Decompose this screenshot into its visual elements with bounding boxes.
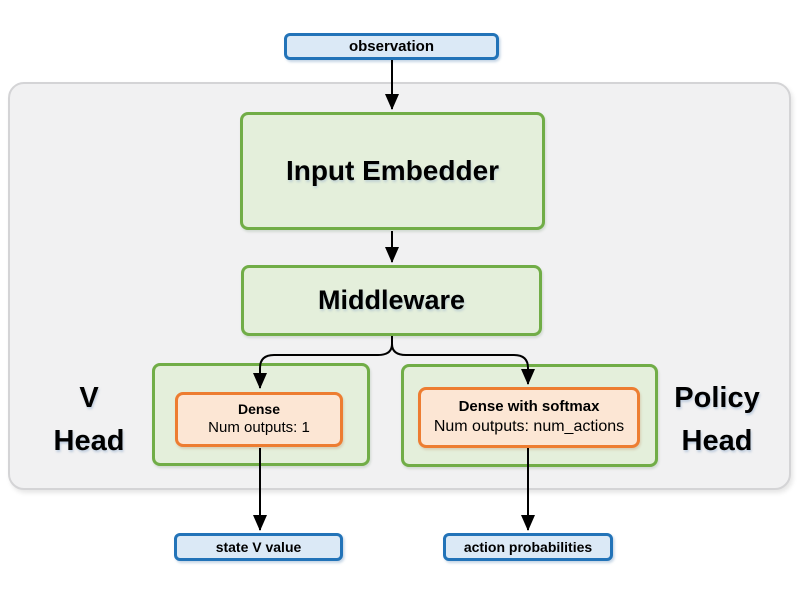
v-head-label-line2: Head (53, 425, 125, 457)
action-probabilities-box: action probabilities (443, 533, 613, 561)
v-head-label-line1: V (79, 382, 99, 414)
policy-dense-block: Dense with softmax Num outputs: num_acti… (418, 387, 640, 448)
input-embedder-block: Input Embedder (240, 112, 545, 230)
input-embedder-label: Input Embedder (285, 155, 500, 186)
v-dense-outputs: Num outputs: 1 (208, 418, 310, 436)
policy-dense-title: Dense with softmax (458, 398, 600, 416)
middleware-block: Middleware (241, 265, 542, 336)
state-v-value-box: state V value (174, 533, 343, 561)
state-v-value-label: state V value (215, 539, 302, 555)
policy-head-label-line1: Policy (674, 382, 760, 414)
v-dense-title: Dense (237, 401, 281, 418)
v-head-label: V Head (36, 377, 142, 463)
middleware-label: Middleware (317, 285, 466, 315)
observation-label: observation (348, 38, 435, 55)
policy-head-label: Policy Head (656, 377, 778, 463)
policy-head-label-line2: Head (681, 425, 753, 457)
policy-dense-outputs: Num outputs: num_actions (433, 417, 625, 435)
observation-box: observation (284, 33, 499, 60)
v-dense-block: Dense Num outputs: 1 (175, 392, 343, 447)
action-probabilities-label: action probabilities (463, 539, 593, 555)
